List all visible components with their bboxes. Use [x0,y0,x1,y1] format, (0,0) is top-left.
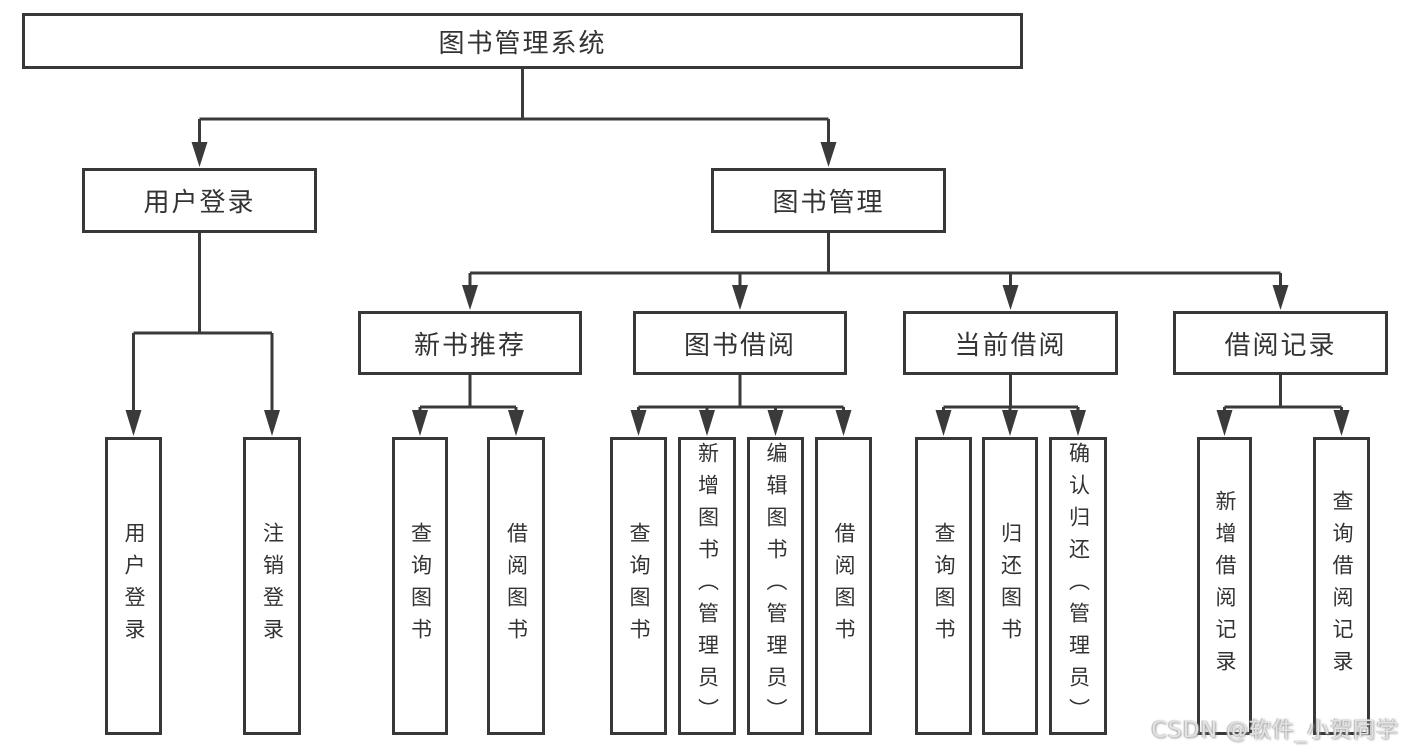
leaf-add-borrow-record: 新增借阅记录 [1197,437,1252,735]
node-current-borrowing: 当前借阅 [903,311,1118,375]
node-book-management-group: 图书管理 [711,168,946,233]
leaf-return-books: 归还图书 [982,437,1038,735]
node-new-book-recommendation: 新书推荐 [358,311,582,375]
leaf-add-books-admin: 新增图书（管理员） [678,437,736,735]
leaf-edit-books-admin: 编辑图书（管理员） [747,437,804,735]
arrowheads [125,142,1350,436]
node-user-login-group: 用户登录 [82,168,317,233]
node-root-library-system: 图书管理系统 [22,13,1023,69]
leaf-logout: 注销登录 [243,437,301,735]
leaf-user-login: 用户登录 [105,437,162,735]
leaf-borrow-books-borrowing: 借阅图书 [815,437,872,735]
leaf-query-borrow-record: 查询借阅记录 [1313,437,1370,735]
node-borrowing-records: 借阅记录 [1173,311,1388,375]
csdn-watermark: CSDN @软件_小贺同学 [1151,718,1399,743]
leaf-query-books-borrowing: 查询图书 [610,437,667,735]
leaf-query-books-current: 查询图书 [915,437,972,735]
node-book-borrowing: 图书借阅 [633,311,847,375]
leaf-query-books-newbooks: 查询图书 [392,437,448,735]
leaf-borrow-books-newbooks: 借阅图书 [487,437,545,735]
leaf-confirm-return-admin: 确认归还（管理员） [1049,437,1107,735]
